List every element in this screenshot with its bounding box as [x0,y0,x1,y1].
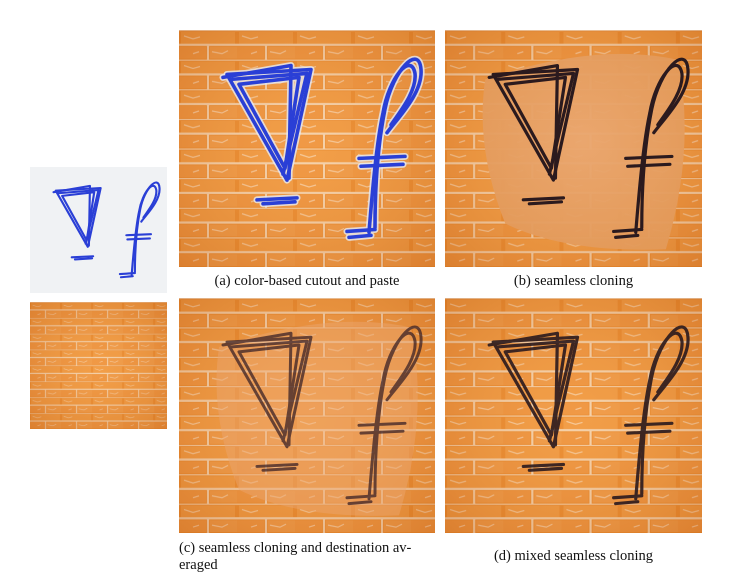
result-mixed-cloning-image [445,298,702,533]
result-seamless-cloning-image [445,30,702,267]
source-sketch-image [30,167,167,293]
caption-d: (d) mixed seamless cloning [493,548,654,564]
result-cutout-paste-image [179,30,435,267]
caption-c-line1: (c) seamless cloning and destination av- [179,540,412,556]
caption-c-line2: eraged [179,557,218,573]
result-cloning-averaged-image [179,298,435,533]
caption-a: (a) color-based cutout and paste [214,273,400,289]
caption-c: (c) seamless cloning and destination av-… [179,540,444,574]
destination-brick-image [30,302,167,429]
caption-b: (b) seamless cloning [513,273,634,289]
